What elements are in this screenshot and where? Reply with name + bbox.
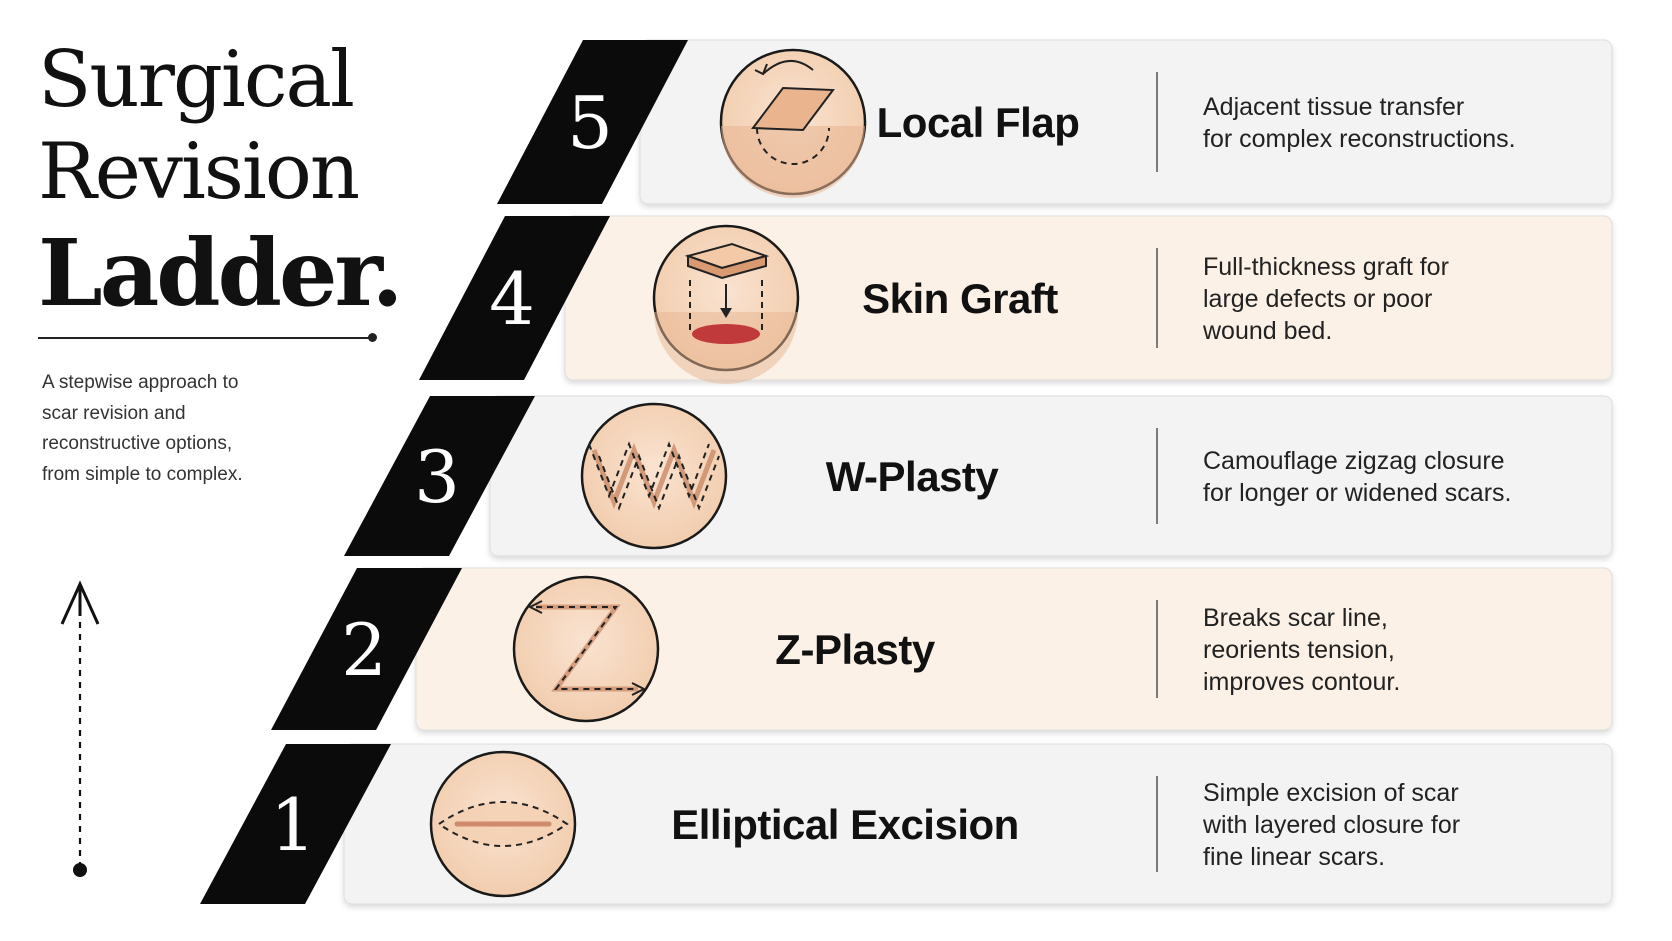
step-badge [344,396,535,556]
step-description-line: Adjacent tissue transfer [1203,93,1464,121]
elliptical-excision-icon [429,750,577,898]
step-name: W-Plasty [826,453,1000,500]
step-number: 5 [567,81,613,165]
zigzag-scar [591,443,717,509]
step-tier-4: 4 Skin Graft Full-thickness graft for large… [419,215,1613,384]
step-name: Skin Graft [862,275,1058,322]
step-description-line: wound bed. [1202,317,1332,345]
zigzag-outline-lower [598,453,720,511]
title-divider-dot [368,333,377,342]
step-description-line: large defects or poor [1203,285,1432,313]
flap-shape [751,86,835,132]
subtitle: A stepwise approach to scar revision and… [42,372,243,485]
step-description-line: Full-thickness graft for [1203,253,1449,281]
ellipse-incision [437,801,569,847]
icon-circle [580,402,728,550]
step-description-line: for longer or widened scars. [1203,479,1511,507]
w-plasty-icon [580,402,728,550]
rotation-arrow [762,60,814,75]
step-tier-2: 2 Z-Plasty Breaks scar line, reorients tens… [271,567,1613,731]
z-incision [536,606,638,690]
step-name: Local Flap [877,99,1080,146]
local-flap-icon [719,48,867,198]
step-number: 3 [414,435,460,519]
title-line-2: Revision [38,127,360,217]
title-divider [38,337,372,339]
step-name: Elliptical Excision [671,801,1019,848]
step-badge [200,744,391,904]
step-description-line: Breaks scar line, [1203,604,1388,632]
step-badge [497,40,688,204]
step-description-line: improves contour. [1203,668,1400,696]
arrowhead-right [631,682,647,696]
step-tier-5: 5 Local Flap Adjacent tissue transfer for c… [497,39,1613,205]
graft-side [687,254,767,280]
page-title: Surgical Revision Ladder. [38,34,404,328]
step-description-line: fine linear scars. [1203,843,1385,871]
step-description-line: reorients tension, [1203,636,1395,664]
rotation-arrowhead [754,63,768,76]
step-name: Z-Plasty [775,626,936,673]
step-description-line: Camouflage zigzag closure [1203,447,1505,475]
step-description-line: Simple excision of scar [1203,779,1459,807]
step-description-line: for complex reconstructions. [1203,125,1516,153]
title-line-3: Ladder. [38,219,404,327]
incision-outline [756,127,830,165]
down-arrowhead [720,308,732,318]
skin-graft-icon [652,224,800,384]
step-description-line: with layered closure for [1202,811,1460,839]
step-number: 2 [341,608,387,692]
title-line-1: Surgical [38,35,355,125]
step-badge [419,216,610,380]
step-badge [271,568,462,730]
step-number: 1 [270,783,316,867]
z-plasty-icon [512,575,660,723]
progress-arrow-icon [60,580,100,877]
skin-surface [721,126,865,198]
arrowhead-left [527,600,543,614]
step-tier-3: 3 W-Plasty Camouflage zigzag closure for lo… [344,395,1613,557]
step-number: 4 [489,257,535,341]
zigzag-outline-upper [588,441,710,499]
wound-bed [692,324,760,344]
step-tier-1: 1 Elliptical Excision Simple excision of s… [200,743,1613,905]
